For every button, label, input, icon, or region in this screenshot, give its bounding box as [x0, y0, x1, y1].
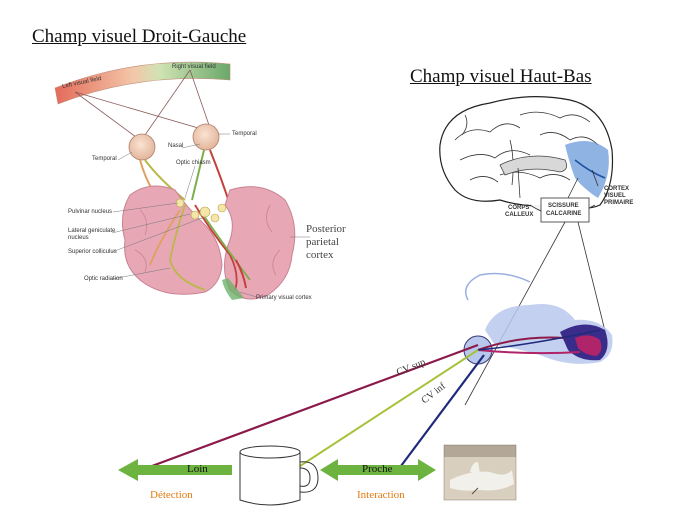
label-cortex: CORTEX: [604, 186, 630, 192]
label-visuel: VISUEL: [604, 193, 626, 199]
near-double-arrow: [320, 459, 436, 481]
label-posterior-line2: parietal: [306, 236, 339, 248]
label-posterior-line1: Posterior: [306, 223, 346, 235]
right-eye: [192, 123, 220, 151]
cv-inf-ray: [397, 354, 485, 471]
label-calcarine: CALCARINE: [546, 211, 582, 217]
label-nasal: Nasal: [168, 143, 184, 149]
far-arrow: [118, 459, 232, 481]
label-right-visual-field: Right visual field: [172, 64, 216, 70]
brain-sagittal-sketch: [439, 96, 614, 210]
cv-sup-ray: [151, 343, 479, 468]
visual-cortex-blue: [565, 141, 609, 198]
label-detection: Détection: [150, 489, 193, 501]
visual-field-band: [54, 61, 231, 105]
field-projection-lines: [74, 69, 211, 141]
label-lgn-line2: nucleus: [68, 235, 89, 241]
label-optic-radiation: Optic radiation: [84, 276, 123, 282]
label-loin: Loin: [187, 463, 208, 475]
label-primaire: PRIMAIRE: [604, 200, 634, 206]
label-lgn-line1: Lateral geniculate: [68, 228, 116, 234]
brain-right-hemisphere: [224, 186, 296, 300]
title-left-right-field: Champ visuel Droit-Gauche: [32, 26, 247, 47]
left-eye: [128, 133, 156, 161]
scissure-box: [540, 197, 590, 223]
label-proche: Proche: [362, 463, 393, 475]
label-primary-visual-cortex: Primary visual cortex: [256, 295, 312, 301]
mug-drawing: [239, 445, 319, 506]
label-corps: CORPS: [508, 205, 530, 211]
label-posterior-line3: cortex: [306, 249, 334, 261]
label-scissure: SCISSURE: [548, 203, 579, 209]
hand-photo: [443, 444, 517, 501]
label-calleux: CALLEUX: [505, 212, 534, 218]
mid-ray: [296, 349, 479, 469]
label-temporal-left: Temporal: [92, 156, 117, 162]
label-interaction: Interaction: [357, 489, 405, 501]
title-up-down-field: Champ visuel Haut-Bas: [410, 66, 592, 87]
label-temporal-right: Temporal: [232, 131, 257, 137]
head-outline: [465, 272, 531, 301]
label-optic-chiasm: Optic chiasm: [176, 160, 211, 166]
label-pulvinar-nucleus: Pulvinar nucleus: [68, 209, 113, 215]
label-superior-colliculus: Superior colliculus: [68, 249, 117, 255]
brain-left-hemisphere: [121, 185, 223, 295]
